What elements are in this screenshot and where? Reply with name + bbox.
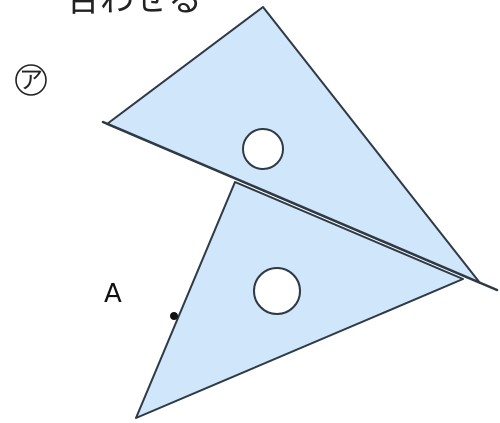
lower-triangle [135, 181, 464, 419]
lower-triangle-ruler [135, 181, 464, 419]
heading-text: 合わせる [66, 0, 202, 20]
point-a-label: A [104, 279, 122, 309]
point-a-dot [170, 312, 178, 320]
alignment-line [101, 120, 499, 292]
marker-circle [15, 64, 47, 96]
lower-triangle-hole [253, 267, 301, 315]
circled-marker: ア [15, 64, 47, 96]
upper-triangle-hole [242, 128, 284, 170]
marker-label: ア [19, 66, 43, 94]
